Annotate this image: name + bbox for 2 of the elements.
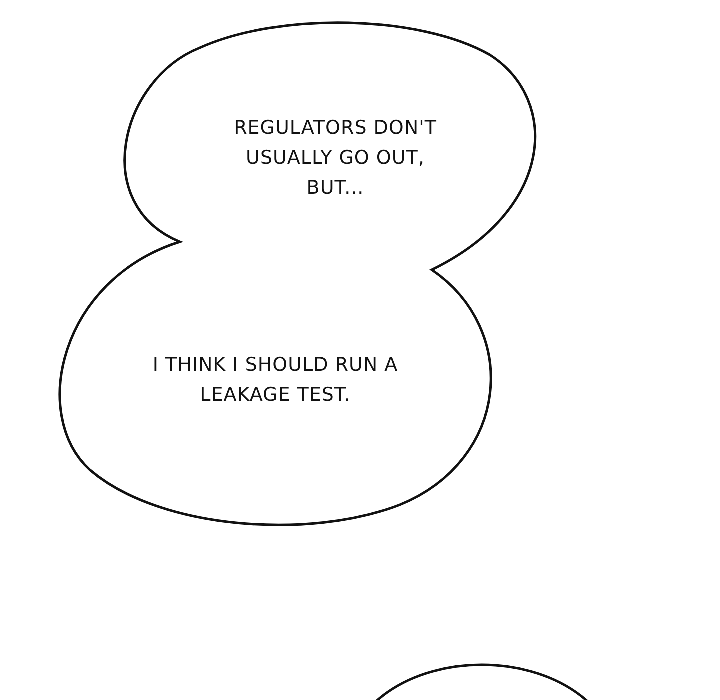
bubble-text: I THINK I SHOULD RUN A LEAKAGE TEST. <box>152 353 400 408</box>
bubble-text: REGULATORS DON'T USUALLY GO OUT, BUT... <box>233 116 438 200</box>
